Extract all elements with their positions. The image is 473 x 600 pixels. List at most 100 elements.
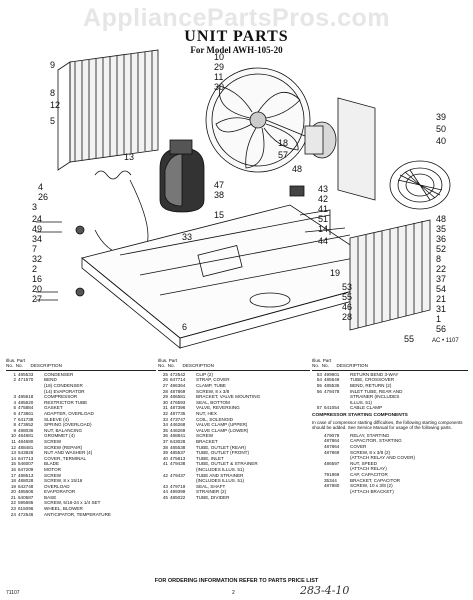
header-no: No. bbox=[312, 363, 320, 369]
part-description: SCREW, 8 x 3/8 (2) bbox=[350, 449, 391, 455]
header-no: No. bbox=[158, 363, 166, 369]
illus-number: 20 bbox=[10, 489, 16, 495]
illus-number: 9 bbox=[13, 427, 16, 433]
header-part-no: No. bbox=[321, 363, 329, 369]
part-row: STRAINER (INCLUDES bbox=[312, 394, 468, 400]
callout-label: 16 bbox=[32, 274, 42, 284]
callout-label: 31 bbox=[436, 304, 446, 314]
part-number: 488036 bbox=[18, 427, 34, 433]
part-description: TUBE, OUTLET & STRAINER bbox=[196, 461, 258, 467]
part-number: 479478 bbox=[324, 388, 340, 394]
part-number: 647713 bbox=[18, 455, 34, 461]
part-description: WHEEL, BLOWER bbox=[44, 506, 83, 512]
callout-label: 10 bbox=[214, 52, 224, 62]
part-description: NUT, SPEED bbox=[350, 460, 378, 466]
illus-number: 44 bbox=[162, 489, 168, 495]
illus-number: 14 bbox=[10, 455, 16, 461]
illus-number: 2 bbox=[13, 377, 16, 383]
illus-number: 13 bbox=[10, 450, 16, 456]
illus-number: 27 bbox=[162, 383, 168, 388]
part-row: (ATTACH RELAY AND COVER) bbox=[312, 455, 468, 461]
header-illus-part: Illus. Part bbox=[6, 358, 26, 363]
illus-number: 56 bbox=[316, 388, 322, 394]
part-description: TUBE, CROSSOVER bbox=[350, 377, 395, 383]
illus-number: 22 bbox=[10, 500, 16, 506]
illus-number: 7 bbox=[13, 416, 16, 422]
part-description: SCREW bbox=[44, 472, 62, 478]
illus-number: 16 bbox=[10, 466, 16, 472]
part-number: 488028 bbox=[18, 478, 34, 484]
part-row: ILLUS. 51) bbox=[312, 400, 468, 406]
part-description: SEAL, SHAFT bbox=[196, 483, 226, 489]
part-number: 643028 bbox=[170, 438, 186, 444]
callout-label: 56 bbox=[436, 324, 446, 334]
blower-wheel bbox=[389, 160, 451, 210]
fan-blade bbox=[205, 67, 311, 173]
callout-label: 1 bbox=[436, 314, 441, 324]
part-number: 485618 bbox=[18, 394, 34, 400]
evaporator-coil bbox=[349, 219, 431, 331]
part-number: 488513 bbox=[18, 472, 34, 478]
callout-label: 51 bbox=[318, 214, 328, 224]
column-header: Illus. Part No. No. DESCRIPTION bbox=[158, 358, 310, 371]
callout-label: 14 bbox=[318, 224, 328, 234]
illus-number: 36 bbox=[162, 433, 168, 439]
part-description: CABLE CLAMP bbox=[350, 405, 383, 411]
part-description: TUBE AND STRAINER bbox=[196, 472, 244, 478]
illus-number: 18 bbox=[10, 478, 16, 484]
part-description: OVERLOAD bbox=[44, 483, 70, 489]
part-description: STRAP, COVER bbox=[196, 377, 230, 383]
part-number: 484680 bbox=[18, 438, 34, 444]
part-description: SEAL, BOTTOM bbox=[196, 399, 230, 405]
part-row: (ATTACH RELAY) bbox=[312, 466, 468, 472]
illus-number: 55 bbox=[316, 383, 322, 388]
callout-label: 50 bbox=[436, 124, 446, 134]
motor-bracket bbox=[337, 97, 376, 201]
part-description: BRACKET, CAPACITOR bbox=[350, 477, 401, 483]
diagram-line-art bbox=[36, 49, 451, 349]
part-description: BASE bbox=[44, 494, 57, 500]
part-number: 641054 bbox=[324, 405, 340, 411]
diagram-callouts: 10 29 11 30 9 8 39 12 50 40 5 13 18 57 4… bbox=[32, 52, 459, 344]
part-description: ADAPTER, OVERLOAD bbox=[44, 410, 94, 416]
part-description: SCREW, 8 x 15/16 bbox=[44, 478, 83, 484]
part-description: TUBE, INLET bbox=[196, 455, 224, 461]
part-number: 479437 bbox=[170, 472, 186, 478]
illus-number: 8 bbox=[13, 422, 16, 428]
callout-label: 32 bbox=[32, 254, 42, 264]
part-number: 485537 bbox=[170, 450, 186, 456]
illus-number: 43 bbox=[162, 483, 168, 489]
part-description: EVAPORATOR bbox=[44, 489, 76, 495]
callout-label: 15 bbox=[214, 210, 224, 220]
part-number: 485549 bbox=[324, 377, 340, 383]
part-description: CLAMP, TUBE bbox=[196, 383, 226, 388]
header-description: DESCRIPTION bbox=[30, 363, 62, 369]
callout-label: 24 bbox=[32, 214, 42, 224]
part-description: CLIP (2) bbox=[196, 371, 214, 377]
illus-number: 19 bbox=[10, 483, 16, 489]
callout-label: 48 bbox=[292, 164, 302, 174]
part-description: NUT, BALANCING bbox=[44, 427, 83, 433]
illus-number: 24 bbox=[10, 511, 16, 517]
part-number: 487880 bbox=[324, 483, 340, 489]
header-description: DESCRIPTION bbox=[336, 363, 368, 369]
part-number: 471570 bbox=[18, 377, 34, 383]
